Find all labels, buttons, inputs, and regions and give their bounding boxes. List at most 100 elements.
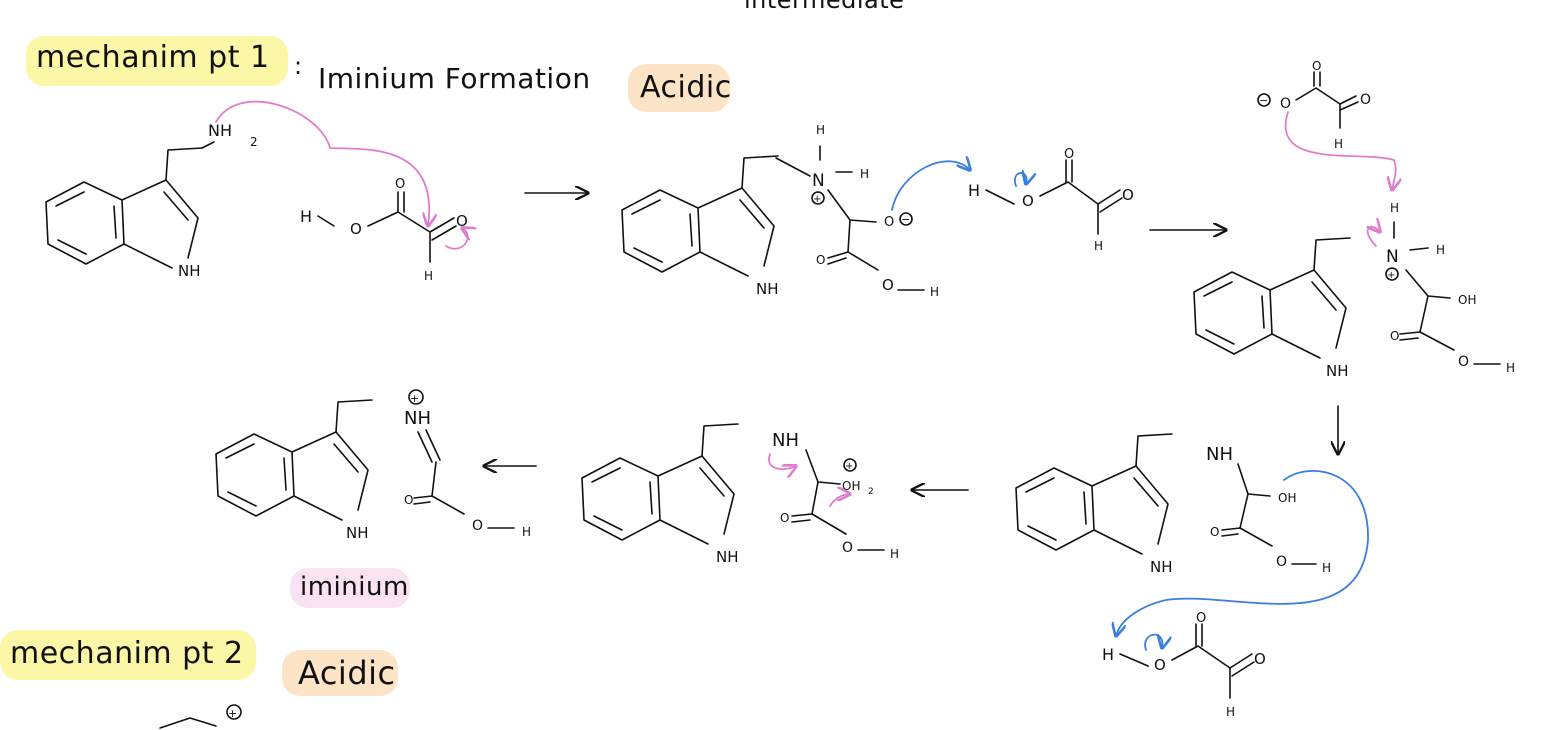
indole-nh-1: NH — [178, 262, 201, 280]
bond — [201, 141, 215, 149]
svg-text:H: H — [890, 547, 899, 561]
svg-text:O: O — [884, 215, 894, 230]
svg-text:O: O — [1458, 354, 1469, 370]
svg-text:O: O — [1022, 192, 1034, 210]
svg-text:O: O — [1280, 96, 1291, 112]
glyoxylic-acid-3: H O O O H — [1102, 611, 1266, 719]
svg-text:+: + — [845, 461, 853, 472]
iminium-label: iminium — [300, 572, 409, 602]
svg-text:2: 2 — [868, 487, 874, 497]
svg-text:O: O — [882, 276, 894, 294]
svg-text:−: − — [901, 213, 910, 226]
svg-text:O: O — [1254, 650, 1266, 668]
svg-text:H: H — [1226, 705, 1235, 719]
indole-nh-3: NH — [1326, 362, 1349, 380]
svg-text:H: H — [1506, 361, 1515, 375]
section1-condition: Acidic — [640, 70, 732, 105]
blue-arrow-deprotonation-1 — [891, 161, 970, 211]
indole-nh-4: NH — [1150, 558, 1173, 576]
svg-text:H: H — [1102, 645, 1114, 664]
svg-text:H: H — [1334, 137, 1343, 151]
svg-text:O: O — [842, 540, 853, 556]
svg-text:O: O — [1154, 656, 1166, 674]
highlight-pink-iminium — [290, 568, 410, 608]
svg-text:H: H — [1436, 243, 1445, 257]
iminium-nh: NH — [404, 408, 431, 429]
intermediate-3 — [1193, 237, 1351, 359]
svg-text:OH: OH — [1278, 491, 1296, 505]
svg-text:O: O — [1360, 92, 1371, 108]
pink-arrow-lone-pair — [768, 453, 796, 469]
pink-arrow-water-leaving — [829, 494, 850, 507]
section1-topic: Iminium Formation — [318, 62, 591, 95]
svg-text:O: O — [395, 177, 405, 192]
svg-text:O: O — [456, 212, 468, 230]
indole-nh-6: NH — [346, 524, 369, 542]
ammonium-n-2: N — [812, 171, 825, 191]
svg-text:H: H — [816, 123, 825, 137]
glyoxylic-acid-1: H O O O H — [300, 177, 468, 283]
tryptamine-1 — [45, 147, 203, 269]
indole-nh-5: NH — [716, 548, 739, 566]
glyoxylate-anion: − O O O H — [1257, 59, 1371, 151]
page-title-fragment: intermediate — [744, 0, 905, 14]
highlight-peach-2 — [282, 650, 398, 696]
svg-text:O: O — [1064, 147, 1074, 162]
blue-arrow-oh-bond-2 — [1144, 633, 1162, 651]
section2-condition: Acidic — [298, 654, 396, 692]
svg-text:O: O — [1276, 554, 1287, 570]
blue-arrow-oh-bond — [1013, 173, 1027, 186]
highlight-yellow-2 — [0, 630, 256, 680]
intermediate-2 — [621, 155, 779, 277]
svg-text:OH: OH — [1458, 293, 1476, 307]
protonated-carbinolamine — [581, 423, 739, 545]
svg-text:H: H — [1322, 561, 1331, 575]
section2-title: mechanim pt 2 — [10, 636, 244, 671]
highlight-yellow-1 — [26, 36, 288, 86]
pink-arrow-attack-1 — [215, 100, 429, 226]
svg-text:H: H — [860, 167, 869, 181]
svg-text:−: − — [1259, 94, 1268, 107]
svg-text:+: + — [1387, 270, 1395, 281]
partial-structure — [159, 717, 217, 729]
indole-nh-2: NH — [756, 280, 779, 298]
nh2-subscript: 2 — [250, 135, 258, 149]
svg-text:H: H — [1390, 201, 1399, 215]
svg-text:H: H — [1094, 239, 1103, 253]
svg-text:O: O — [1122, 186, 1134, 204]
amine-nh-4: NH — [1206, 444, 1233, 465]
svg-text:O: O — [404, 493, 413, 507]
svg-text:H: H — [522, 525, 531, 539]
svg-text:+: + — [410, 392, 419, 405]
section1-title: mechanim pt 1 — [36, 40, 270, 75]
svg-text:O: O — [1196, 611, 1206, 626]
svg-text:O: O — [780, 511, 789, 525]
svg-text:H: H — [424, 269, 433, 283]
pink-arrow-carbonyl-1 — [445, 228, 468, 250]
svg-text:O: O — [350, 220, 362, 238]
svg-text:O: O — [1210, 525, 1219, 539]
svg-text:H: H — [300, 207, 312, 226]
svg-text:O: O — [1390, 329, 1399, 343]
svg-text:+: + — [813, 194, 821, 205]
svg-text:+: + — [228, 707, 237, 720]
glyoxylic-acid-2: H O O O H — [968, 147, 1134, 253]
pink-arrow-nh-bond — [1368, 227, 1380, 247]
ammonium-n-3: N — [1386, 247, 1399, 267]
nh2-label: NH — [208, 121, 232, 140]
amine-nh-5: NH — [772, 430, 799, 451]
carbinolamine — [1015, 433, 1173, 555]
svg-text:O: O — [472, 518, 483, 534]
section1-separator: : — [294, 52, 303, 80]
pink-arrow-proton-transfer — [1284, 111, 1396, 190]
iminium-product — [215, 399, 373, 521]
highlight-peach-1 — [628, 64, 730, 112]
svg-text:H: H — [968, 181, 980, 200]
svg-text:O: O — [816, 253, 825, 267]
svg-text:O: O — [1312, 59, 1321, 73]
svg-text:H: H — [930, 285, 939, 299]
blue-arrow-protonation — [1116, 470, 1369, 636]
svg-text:OH: OH — [842, 479, 860, 493]
